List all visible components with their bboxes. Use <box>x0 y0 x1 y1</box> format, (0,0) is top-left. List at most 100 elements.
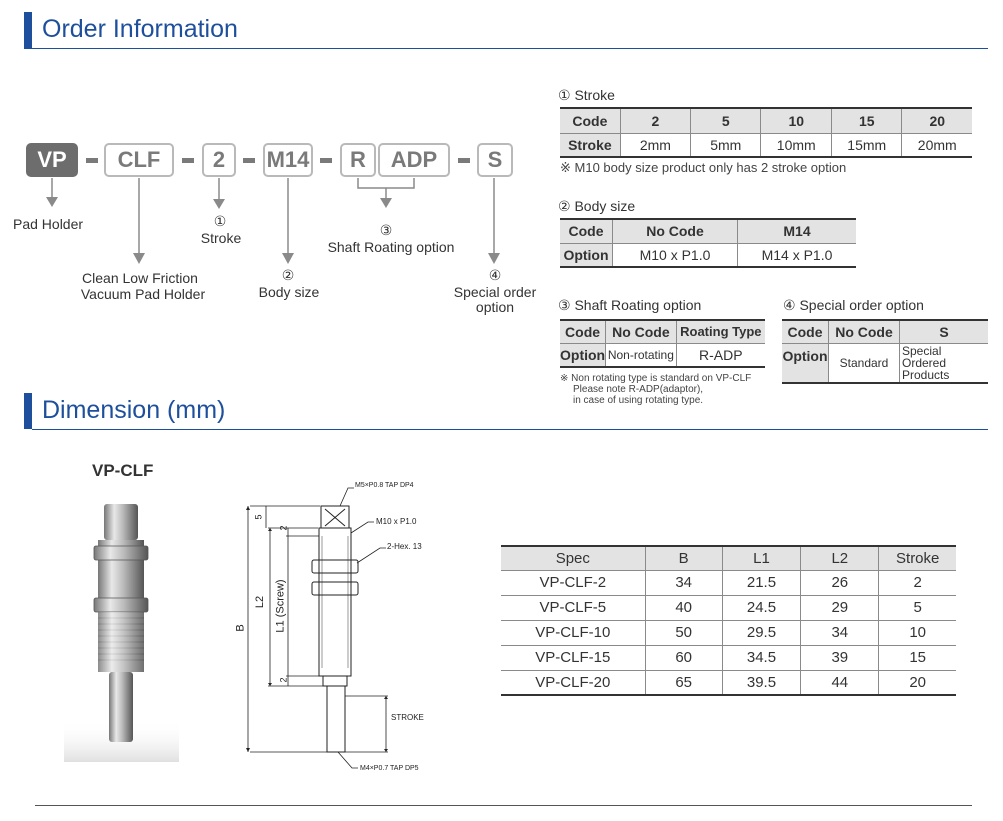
code-part-adp: ADP <box>378 143 450 177</box>
shaft-table-caption: ③ Shaft Roating option <box>558 297 702 313</box>
stroke-code-cell: 5 <box>690 107 762 134</box>
shaft-table-code-header: Code <box>560 319 607 344</box>
table-row: VP-CLF-5 40 24.5 29 5 <box>501 594 956 621</box>
label-special-line2: option <box>475 299 515 315</box>
spec-table: Spec B L1 L2 Stroke VP-CLF-2 34 21.5 26 … <box>501 545 956 696</box>
dimension-section-marker <box>24 393 32 429</box>
spec-cell: 39.5 <box>721 669 802 696</box>
spec-cell: 39 <box>800 644 880 671</box>
shaft-code-cell: Roating Type <box>675 319 765 344</box>
spec-cell: 15 <box>878 644 956 671</box>
label-pad-holder: Pad Holder <box>13 216 84 232</box>
drawing-dim-b: B <box>234 624 247 632</box>
code-dash <box>320 158 332 163</box>
label-shaft: Shaft Roating option <box>327 239 455 255</box>
table-row: VP-CLF-20 65 39.5 44 20 <box>501 669 956 696</box>
code-part-r: R <box>340 143 376 177</box>
stroke-value-cell: 15mm <box>830 132 903 158</box>
stroke-code-cell: 2 <box>619 107 692 134</box>
table-row: VP-CLF-15 60 34.5 39 15 <box>501 644 956 671</box>
shaft-note-2: Please note R-ADP(adaptor), <box>573 384 704 395</box>
drawing-thread: M10 x P1.0 <box>376 517 417 526</box>
dimension-section-rule <box>32 429 988 430</box>
drawing-dim-2a: 2 <box>278 525 289 531</box>
stroke-table: Code 2 5 10 15 20 Stroke 2mm 5mm 10mm 15… <box>560 107 972 158</box>
stroke-table-code-header: Code <box>560 107 621 134</box>
spec-cell: 10 <box>878 619 956 646</box>
spec-cell: 26 <box>800 569 880 596</box>
page-bottom-rule <box>35 805 972 806</box>
special-table-option-header: Option <box>782 342 829 384</box>
body-option-cell: M14 x P1.0 <box>737 242 856 268</box>
stroke-value-cell: 20mm <box>901 132 972 158</box>
table-row: VP-CLF-2 34 21.5 26 2 <box>501 569 956 596</box>
spec-cell: VP-CLF-20 <box>501 669 646 696</box>
label-body-num: ② <box>281 267 295 283</box>
order-section-marker <box>24 12 32 49</box>
spec-cell: 20 <box>878 669 956 696</box>
special-code-cell: No Code <box>828 319 900 344</box>
spec-cell: VP-CLF-2 <box>501 569 646 596</box>
order-section-rule <box>32 48 988 49</box>
shaft-option-cell: R-ADP <box>675 342 765 368</box>
shaft-code-cell: No Code <box>605 319 677 344</box>
body-table-code-header: Code <box>560 218 613 244</box>
code-part-vp: VP <box>26 143 78 177</box>
body-table: Code No Code M14 Option M10 x P1.0 M14 x… <box>560 218 856 268</box>
code-dash <box>243 158 255 163</box>
code-dash <box>86 158 98 163</box>
spec-cell: VP-CLF-15 <box>501 644 646 671</box>
stroke-code-cell: 15 <box>830 107 903 134</box>
label-clf-line2: Vacuum Pad Holder <box>80 286 206 302</box>
stroke-note: ※ M10 body size product only has 2 strok… <box>560 160 847 175</box>
drawing-tap-bottom: M4×P0.7 TAP DP5 <box>360 765 419 772</box>
drawing-dim-l1: L1 (Screw) <box>274 579 287 633</box>
spec-header-b: B <box>644 545 723 571</box>
spec-cell: 44 <box>800 669 880 696</box>
spec-cell: 29 <box>800 594 880 621</box>
label-clf-line1: Clean Low Friction <box>82 270 198 286</box>
spec-cell: 60 <box>644 644 723 671</box>
code-dash <box>182 158 194 163</box>
spec-header-spec: Spec <box>501 545 646 571</box>
order-arrows <box>46 178 500 264</box>
spec-header-stroke: Stroke <box>878 545 956 571</box>
spec-cell: 34 <box>644 569 723 596</box>
code-dash <box>458 158 470 163</box>
body-table-option-header: Option <box>560 242 613 268</box>
body-table-caption: ② Body size <box>558 198 636 214</box>
label-shaft-num: ③ <box>379 222 393 238</box>
product-label: VP-CLF <box>92 461 154 480</box>
body-option-cell: M10 x P1.0 <box>612 242 738 268</box>
drawing-hex: 2-Hex. 13 <box>387 542 422 551</box>
code-part-clf: CLF <box>104 143 174 177</box>
spec-header-l2: L2 <box>800 545 880 571</box>
shaft-table-option-header: Option <box>560 342 607 368</box>
special-table-code-header: Code <box>782 319 829 344</box>
spec-cell: 5 <box>878 594 956 621</box>
stroke-code-cell: 20 <box>901 107 972 134</box>
drawing-dim-2b: 2 <box>278 677 289 683</box>
stroke-value-cell: 5mm <box>690 132 762 158</box>
label-special-line1: Special order <box>453 284 537 300</box>
spec-header-l1: L1 <box>721 545 802 571</box>
spec-cell: 40 <box>644 594 723 621</box>
label-body: Body size <box>258 284 320 300</box>
body-code-cell: M14 <box>737 218 856 244</box>
drawing-dim-5: 5 <box>253 514 264 520</box>
label-stroke-num: ① <box>213 213 227 229</box>
shaft-note-3: in case of using rotating type. <box>573 395 704 406</box>
special-table-caption: ④ Special order option <box>783 297 924 313</box>
spec-cell: 21.5 <box>721 569 802 596</box>
stroke-value-cell: 2mm <box>619 132 692 158</box>
drawing-tap-top: M5×P0.8 TAP DP4 <box>355 482 414 489</box>
shaft-option-cell: Non-rotating <box>605 342 677 368</box>
spec-cell: 24.5 <box>721 594 802 621</box>
spec-cell: 2 <box>878 569 956 596</box>
label-stroke: Stroke <box>200 230 242 246</box>
special-option-cell: Special Ordered Products <box>899 342 988 384</box>
shaft-note-1: ※ Non rotating type is standard on VP-CL… <box>560 373 752 384</box>
code-part-stroke: 2 <box>202 143 236 177</box>
stroke-code-cell: 10 <box>760 107 832 134</box>
code-part-body: M14 <box>263 143 313 177</box>
